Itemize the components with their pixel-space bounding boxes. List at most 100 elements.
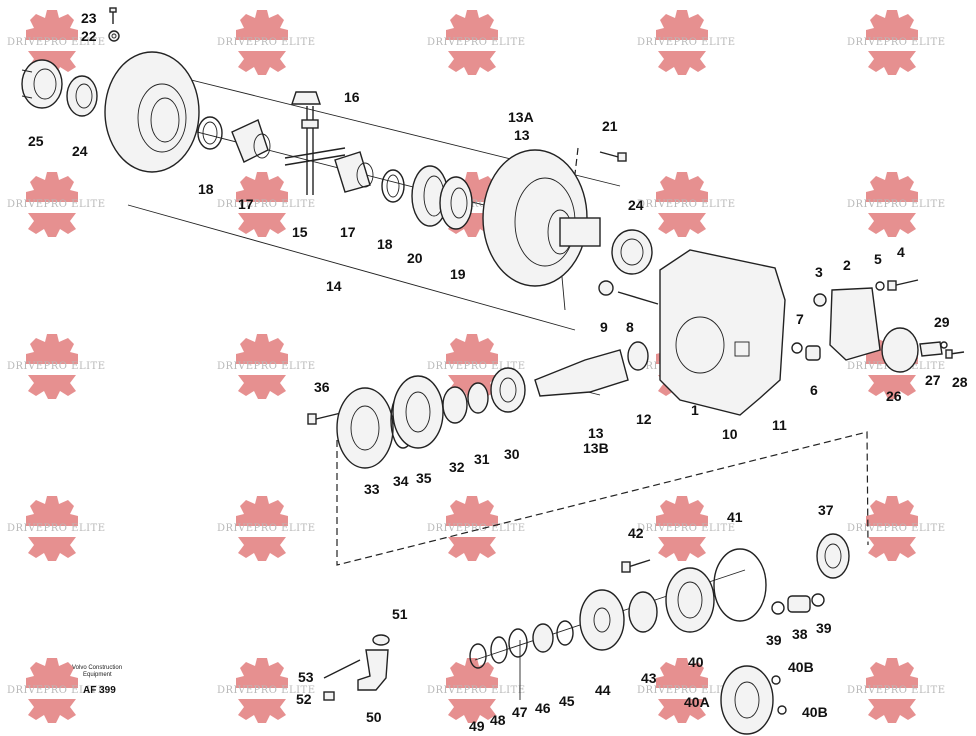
bearing-24-left <box>66 75 98 117</box>
label-1: 1 <box>691 402 699 418</box>
label-18: 18 <box>377 236 393 252</box>
plug-7 <box>791 342 803 354</box>
plug-3 <box>813 293 827 307</box>
flange-40A <box>720 665 774 735</box>
label-39: 39 <box>766 632 782 648</box>
label-40A: 40A <box>684 694 710 710</box>
label-41: 41 <box>727 509 743 525</box>
label-20: 20 <box>407 250 423 266</box>
elbow-50 <box>357 649 389 691</box>
label-39: 39 <box>816 620 832 636</box>
side-gear-17-left <box>231 119 271 163</box>
label-35: 35 <box>416 470 432 486</box>
label-31: 31 <box>474 451 490 467</box>
bolt-23 <box>109 7 117 24</box>
watermark-gear-icon: DRIVEPRO ELITE <box>637 658 736 723</box>
label-47: 47 <box>512 704 528 720</box>
label-21: 21 <box>602 118 618 134</box>
label-27: 27 <box>925 372 941 388</box>
watermark-text: DRIVEPRO ELITE <box>847 685 946 696</box>
bolt-28 <box>945 349 965 359</box>
label-4: 4 <box>897 244 905 260</box>
watermark-text: DRIVEPRO ELITE <box>217 361 316 372</box>
adjusting-ring-26 <box>881 327 919 373</box>
watermark-gear-icon: DRIVEPRO ELITE <box>217 658 315 723</box>
bearing-43 <box>628 591 658 633</box>
nut-9 <box>598 280 614 296</box>
washer-40B-top <box>771 675 781 685</box>
watermark-text: DRIVEPRO ELITE <box>847 523 946 534</box>
watermark-text: DRIVEPRO ELITE <box>637 685 736 696</box>
watermark-gear-icon: DRIVEPRO ELITE <box>217 10 315 75</box>
label-52: 52 <box>296 691 312 707</box>
watermark-gear-icon: DRIVEPRO ELITE <box>427 658 525 723</box>
axle-housing-1 <box>659 249 786 416</box>
watermark-gear-icon: DRIVEPRO ELITE <box>217 172 315 237</box>
watermark-gear-icon: DRIVEPRO ELITE <box>637 496 736 561</box>
watermark-text: DRIVEPRO ELITE <box>637 523 736 534</box>
label-23: 23 <box>81 10 97 26</box>
disc-44 <box>579 589 625 651</box>
watermark-gear-icon: DRIVEPRO ELITE <box>7 658 106 723</box>
housing-half-19 <box>439 176 473 230</box>
ring-46 <box>532 623 554 653</box>
label-12: 12 <box>636 411 652 427</box>
watermark-text: DRIVEPRO ELITE <box>847 37 946 48</box>
watermark-gear-icon: DRIVEPRO ELITE <box>427 10 526 75</box>
spacer-31 <box>467 382 489 414</box>
label-17: 17 <box>238 196 254 212</box>
watermark-gear-icon: DRIVEPRO ELITE <box>847 172 945 237</box>
label-2: 2 <box>843 257 851 273</box>
snap-ring-48 <box>490 636 508 664</box>
watermark-text: DRIVEPRO ELITE <box>637 199 736 210</box>
label-43: 43 <box>641 670 657 686</box>
label-51: 51 <box>392 606 408 622</box>
snap-ring-47 <box>508 628 528 658</box>
nipple-53 <box>323 659 361 679</box>
side-gear-17-right <box>334 151 374 193</box>
thrust-washer-18-right <box>381 169 405 203</box>
label-7: 7 <box>796 311 804 327</box>
label-38: 38 <box>792 626 808 642</box>
watermark-gear-icon: DRIVEPRO ELITE <box>427 172 525 237</box>
breather-51 <box>372 634 390 646</box>
label-14: 14 <box>326 278 342 294</box>
bearing-37 <box>816 533 850 579</box>
label-40B: 40B <box>788 659 814 675</box>
watermark-gear-icon: DRIVEPRO ELITE <box>427 496 526 561</box>
bearing-30 <box>490 367 526 413</box>
watermark-text: DRIVEPRO ELITE <box>7 523 106 534</box>
label-15: 15 <box>292 224 308 240</box>
watermark-text: DRIVEPRO ELITE <box>427 523 526 534</box>
label-32: 32 <box>449 459 465 475</box>
bolt-42 <box>621 559 651 573</box>
label-42: 42 <box>628 525 644 541</box>
watermark-text: DRIVEPRO ELITE <box>7 685 106 696</box>
spider-pinion-16 <box>291 91 321 105</box>
watermark-gear-icon: DRIVEPRO ELITE <box>7 10 105 75</box>
label-24: 24 <box>628 197 644 213</box>
bearing-cap-2 <box>829 287 881 361</box>
part-number-labels: 23 22 25 24 16 18 17 15 17 18 20 19 13A … <box>28 10 968 734</box>
washer-39-left <box>771 601 785 615</box>
label-29: 29 <box>934 314 950 330</box>
pin-29 <box>940 341 948 349</box>
label-46: 46 <box>535 700 551 716</box>
watermark-text: DRIVEPRO ELITE <box>7 199 106 210</box>
lock-27 <box>919 341 943 357</box>
label-19: 19 <box>450 266 466 282</box>
o-ring-41 <box>713 548 767 622</box>
nut-22 <box>108 30 120 42</box>
spider-cross-15 <box>284 106 346 195</box>
label-30: 30 <box>504 446 520 462</box>
watermark-text: DRIVEPRO ELITE <box>637 37 736 48</box>
label-9: 9 <box>600 319 608 335</box>
svg-text:Volvo Construction: Volvo Construction <box>72 665 122 671</box>
label-6: 6 <box>810 382 818 398</box>
seal-32 <box>442 386 468 424</box>
watermark-text: DRIVEPRO ELITE <box>217 523 316 534</box>
flange-33 <box>336 387 394 469</box>
label-48: 48 <box>490 712 506 728</box>
watermark-text: DRIVEPRO ELITE <box>427 37 526 48</box>
